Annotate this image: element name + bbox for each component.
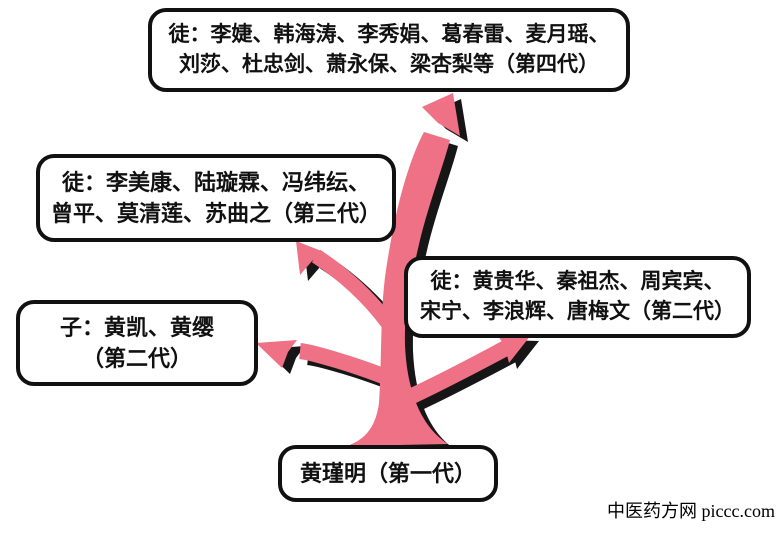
node-founder: 黄瑾明（第一代） — [278, 445, 498, 502]
founder-label: 黄瑾明（第一代） — [299, 460, 476, 486]
sons-line-2: （第二代） — [81, 346, 192, 371]
watermark: 中医药方网 piccc.com — [607, 501, 775, 521]
sons-line-1: 子：黄凯、黄缨 — [59, 314, 214, 340]
node-gen2-disciples: 徒：黄贵华、秦祖杰、周宾宾、 宋宁、李浪辉、唐梅文（第二代） — [404, 256, 751, 338]
node-gen2-sons: 子：黄凯、黄缨 （第二代） — [16, 300, 258, 386]
gen2-line-1: 徒：黄贵华、秦祖杰、周宾宾、 — [430, 270, 725, 294]
gen2-line-2: 宋宁、李浪辉、唐梅文（第二代） — [420, 300, 735, 323]
node-gen4-disciples: 徒：李婕、韩海涛、李秀娟、葛春雷、麦月瑶、 刘莎、杜忠剑、萧永保、梁杏梨等（第四… — [148, 8, 630, 92]
node-gen3-disciples: 徒：李美康、陆璇霖、冯纬纭、 曾平、莫清莲、苏曲之（第三代） — [36, 154, 396, 242]
gen3-line-2: 曾平、莫清莲、苏曲之（第三代） — [50, 201, 381, 226]
gen3-line-1: 徒：李美康、陆璇霖、冯纬纭、 — [61, 169, 370, 195]
gen4-line-1: 徒：李婕、韩海涛、李秀娟、葛春雷、麦月瑶、 — [168, 23, 610, 47]
gen4-line-2: 刘莎、杜忠剑、萧永保、梁杏梨等（第四代） — [179, 53, 599, 76]
